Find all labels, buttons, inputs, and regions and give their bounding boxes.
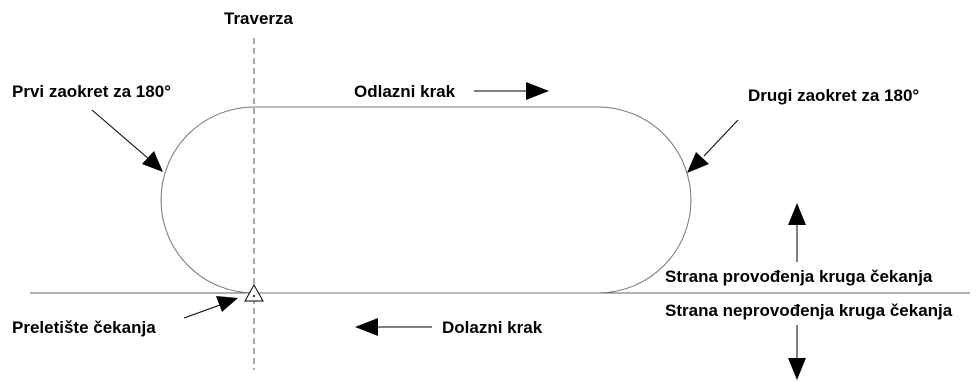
non-holding-side-down-arrow bbox=[788, 325, 806, 380]
holding-side-up-arrow bbox=[788, 203, 806, 262]
first-turn-pointer-arrow bbox=[91, 109, 163, 172]
holding-fix-pointer-arrow bbox=[183, 296, 238, 319]
outbound-leg-label: Odlazni krak bbox=[354, 82, 456, 101]
inbound-leg-label: Dolazni krak bbox=[442, 318, 543, 337]
traverza-label: Traverza bbox=[224, 9, 294, 28]
holding-side-label: Strana provođenja kruga čekanja bbox=[665, 267, 933, 286]
racetrack-pattern bbox=[160, 106, 692, 294]
holding-fix-label: Preletište čekanja bbox=[12, 318, 156, 337]
outbound-leg-arrow bbox=[474, 82, 549, 100]
holding-fix-marker bbox=[244, 283, 264, 302]
second-turn-pointer-arrow bbox=[687, 119, 739, 173]
second-turn-label: Drugi zaokret za 180° bbox=[748, 86, 919, 105]
first-turn-label: Prvi zaokret za 180° bbox=[12, 82, 171, 101]
non-holding-side-label: Strana neprovođenja kruga čekanja bbox=[665, 301, 953, 320]
inbound-leg-arrow bbox=[355, 318, 432, 336]
